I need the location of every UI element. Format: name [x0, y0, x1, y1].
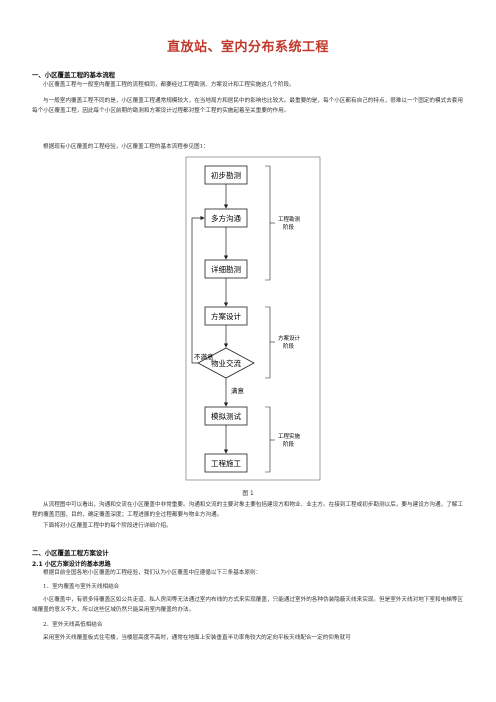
stage-brackets — [265, 165, 275, 473]
svg-text:工程勘测: 工程勘测 — [278, 215, 301, 223]
stage-label-survey: 工程勘测 阶段 — [278, 215, 301, 231]
section2-paragraph-2: 小区覆盖中，有很多待覆盖区如公共走道、私人房间等无法通过室内布线的方式来实现覆盖… — [32, 597, 463, 614]
figure-frame — [185, 156, 321, 481]
section1-heading: 一、小区覆盖工程的基本流程 — [32, 71, 116, 79]
svg-text:初步勘测: 初步勘测 — [211, 170, 241, 180]
svg-text:阶段: 阶段 — [283, 440, 295, 448]
flow-step-design: 方案设计 — [204, 306, 248, 326]
flow-step-communication: 多方沟通 — [204, 208, 248, 228]
svg-text:多方沟通: 多方沟通 — [211, 213, 241, 223]
svg-text:物业交流: 物业交流 — [211, 358, 241, 368]
section2-paragraph-3: 采用室外天线覆盖板式住宅楼，当楼层高度不高时，通常在地面上安装垂直半功率角较大的… — [43, 635, 351, 641]
section2-list-item-1: 1．室内覆盖与室外天线相结合 — [43, 584, 120, 590]
section1-paragraph-1: 小区覆盖工程与一般室内覆盖工程的流程相同，都要经过工程勘测、方案设计和工程实施这… — [43, 82, 295, 88]
svg-text:阶段: 阶段 — [283, 342, 295, 350]
stage-label-implementation: 工程实施 阶段 — [278, 432, 301, 448]
svg-text:方案设计: 方案设计 — [211, 311, 241, 321]
svg-text:工程实施: 工程实施 — [278, 432, 301, 440]
svg-text:方案设计: 方案设计 — [278, 334, 301, 342]
flow-arrows — [191, 184, 229, 454]
edge-label-unsatisfied: 不满意 — [194, 352, 214, 361]
section2-paragraph-1: 根据目前全国各地小区覆盖的工程经验，我们认为小区覆盖中应遵循以下三条基本原则： — [43, 570, 262, 576]
section1-paragraph-3: 根据现有小区覆盖的工程经验，小区覆盖工程的基本流程参见图1： — [43, 144, 209, 150]
flow-step-initial-survey: 初步勘测 — [204, 165, 248, 185]
flow-step-simulation-test: 模拟测试 — [204, 406, 248, 426]
figure-caption: 图 1 — [242, 491, 254, 497]
flow-step-detailed-survey: 详细勘测 — [204, 259, 248, 279]
section1-paragraph-2: 与一般室内覆盖工程不同的是，小区覆盖工程通常规模较大，在当地局方和居民中的影响也… — [32, 98, 463, 115]
flow-step-construction: 工程施工 — [204, 453, 248, 473]
edge-label-satisfied: 满意 — [231, 386, 245, 395]
flowchart-figure: 初步勘测 多方沟通 详细勘测 方案设计 物业交流 模拟测试 工程施工 — [185, 156, 321, 481]
section2-subheading: 2.1 小区方案设计的基本思路 — [32, 561, 111, 568]
section2-list-item-2: 2．室外天线高低相结合 — [43, 622, 103, 628]
document-title: 直放站、室内分布系统工程 — [166, 40, 329, 55]
svg-text:详细勘测: 详细勘测 — [211, 264, 241, 274]
svg-text:阶段: 阶段 — [283, 223, 295, 231]
stage-label-design: 方案设计 阶段 — [278, 334, 301, 350]
svg-text:模拟测试: 模拟测试 — [211, 411, 241, 421]
section2-heading: 二、小区覆盖工程方案设计 — [32, 549, 109, 557]
section1-paragraph-4: 从流程图中可以看出，沟通和交流在小区覆盖中非常重要。沟通和交流的主要对象主要包括… — [32, 502, 463, 519]
section1-paragraph-5: 下面将对小区覆盖工程中的每个阶段进行详细介绍。 — [43, 523, 172, 529]
svg-text:工程施工: 工程施工 — [211, 458, 241, 468]
